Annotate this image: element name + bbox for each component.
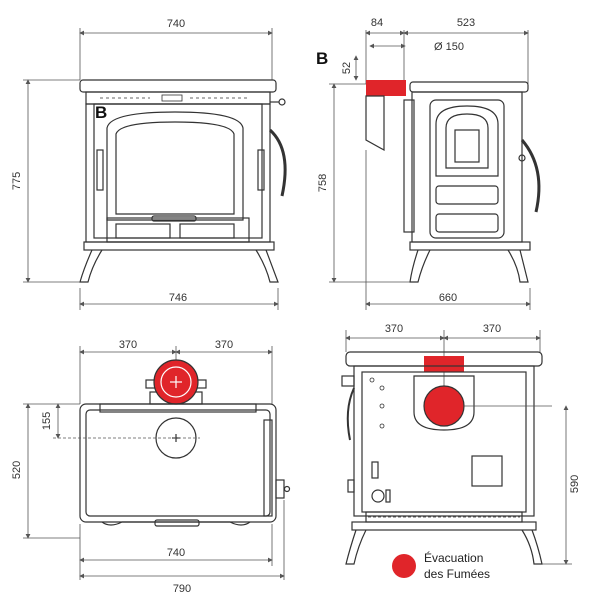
label-side-height: 758 [317,174,329,192]
side-window [435,105,499,177]
label-front-width-top: 740 [167,18,185,30]
front-leg-right [255,249,279,283]
dim-top-view-upper [79,346,273,404]
dim-side-depth-bottom [365,150,531,310]
label-top-left: 370 [119,339,137,351]
label-side-offset-top: 84 [371,17,383,29]
legend-line-1: Évacuation [424,550,483,565]
front-top-plate [79,79,277,93]
dim-front-height [23,79,80,283]
label-top-right: 370 [215,339,233,351]
side-view [329,30,541,310]
label-side-depth-top: 523 [457,17,475,29]
rear-leg-right [521,529,543,565]
label-rear-right: 370 [483,323,501,335]
dim-front-width-top [79,28,273,80]
front-door [106,111,244,221]
label-top-offset: 155 [41,412,53,430]
front-view [23,28,287,310]
label-top-width-inner: 740 [167,547,185,559]
label-side-depth-bottom: 660 [439,292,457,304]
marker-b-side: B [316,49,328,68]
top-plate [79,403,277,523]
label-top-depth: 520 [11,461,23,479]
dim-side-top [353,30,529,84]
label-rear-height: 590 [569,475,581,493]
legend: Évacuation des Fumées [392,550,490,581]
legend-swatch [392,554,416,578]
dim-front-width-bottom [79,288,279,310]
dim-top-view-width [79,500,285,580]
side-flue-collar [366,80,406,96]
label-top-width-outer: 790 [173,583,191,595]
label-flue-diameter: Ø 150 [434,41,464,53]
side-top-plate [409,81,529,93]
top-view [23,346,291,580]
side-handle [520,139,541,213]
side-leg-right [507,249,529,283]
rear-flue-outlet [423,385,465,427]
dim-side-height [329,83,410,283]
front-leg-left [79,249,103,283]
rear-body [353,365,535,517]
side-leg-left [409,249,431,283]
dim-top-view-depth [23,403,80,539]
front-handle [268,128,287,197]
label-front-height: 775 [11,172,23,190]
rear-view [341,330,572,565]
marker-b-front: B [95,103,107,122]
rear-leg-left [345,529,367,565]
label-rear-left: 370 [385,323,403,335]
legend-line-2: des Fumées [424,567,490,581]
rear-flue-collar [424,356,464,372]
dim-rear-height [542,405,572,565]
label-flue-height: 52 [341,62,353,74]
dim-top-view-offset [53,403,200,439]
label-front-width-bottom: 746 [169,292,187,304]
